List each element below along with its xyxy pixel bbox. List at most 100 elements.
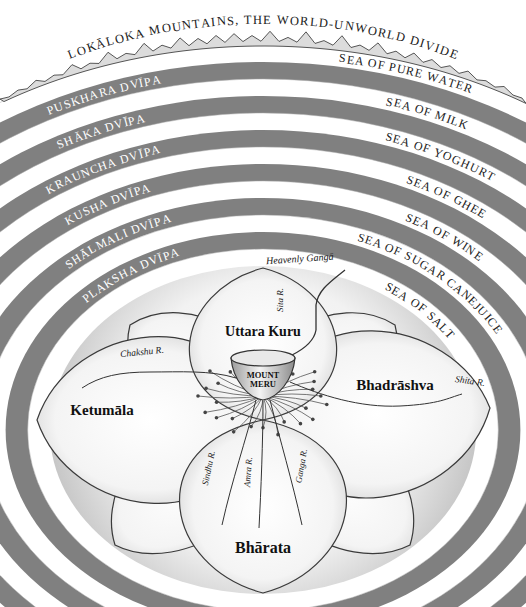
glyph: S [227,14,235,27]
glyph: I [211,16,216,29]
stamen-tip [203,411,207,415]
glyph: R [300,15,309,28]
glyph: D [318,17,328,30]
glyph: T [191,17,200,30]
stamen-tip [325,403,329,407]
glyph: E [414,66,424,79]
glyph: F [377,58,386,71]
continent-name: Bhadrāshva [356,377,434,394]
stamen-tip [215,400,219,404]
sea-band [0,215,526,607]
glyph: W [277,14,289,27]
river-name: Heavenly Gangā [266,250,334,266]
glyph: A [160,212,172,226]
glyph: A [134,112,145,126]
ring-name: SHĀKA DVĪPA [49,107,152,157]
glyph: A [140,182,152,196]
glyph: M [148,23,161,37]
glyph: D [394,30,406,44]
sea-band [0,147,526,607]
glyph: A [399,135,411,149]
glyph: E [263,14,271,27]
ring-name: SEA OF SALT [377,275,462,346]
lotus-petal [189,268,336,420]
continent-name: Uttara Kuru [225,324,301,339]
glyph: F [423,105,433,118]
mountain-name: MOUNT MERU [237,371,289,390]
ring-name: SEA OF SUGAR CANEJUICE [349,226,509,341]
continent-petal: Bhārata [235,539,291,557]
stamen-tip [249,425,253,429]
continent-ring: PLAKSHA DVĪPA [74,241,186,310]
ring-name: SEA OF PURE WATER [330,46,479,100]
stamen-tip [312,380,316,384]
stamen-tip [299,422,303,426]
glyph: - [328,18,334,31]
continent-name: Ketumāla [70,402,133,419]
sea-ring: SEA OF SALT [377,275,462,346]
glyph: U [171,20,182,34]
glyph [240,14,244,27]
mountain-peak: MOUNT MERU [237,371,289,390]
glyph: N [344,20,355,34]
lotus-petal [180,420,347,593]
ring-name: SEA OF MILK [378,90,476,136]
land-band [6,232,521,607]
glyph: N [181,18,192,32]
stamen-tip [311,418,315,422]
ring-name: PLAKSHA DVĪPA [74,241,186,310]
stamen-tip [196,394,200,398]
ring-name: SEA OF YOGHURT [377,125,502,188]
chakshu-river [82,372,236,388]
river-label: Sita R. [275,288,285,312]
glyph: O [160,22,171,36]
glyph: U [334,18,345,32]
continent-petal: Uttara Kuru [225,324,301,339]
continent-ring: PUSKHARA DVĪPA [39,68,168,122]
sea-band [0,113,526,607]
continent-ring: SHĀLMALI DVĪPA [57,207,178,275]
amra-river [259,401,263,528]
glyph: N [216,15,226,28]
glyph: L [309,16,318,29]
stamen-tip [208,369,212,373]
ring-bands [0,45,526,607]
stamen-tip [231,417,235,421]
sea-band [28,249,499,607]
glyph: A [106,83,117,97]
river-label: Ganga R. [293,448,309,484]
mountain-ring: LOKĀLOKA MOUNTAINS, THE WORLD-UNWORLD DI… [60,8,467,67]
meru-summit [231,350,295,366]
glyph: A [134,27,146,41]
ring-name: SHĀLMALI DVĪPA [57,207,178,275]
sea-band [0,45,526,607]
rivers [82,270,462,528]
stamen-tip [304,406,308,410]
glyph: H [253,14,262,27]
glyph: A [150,144,161,158]
stamen-tip [319,394,323,398]
glyph: O [290,14,300,27]
land-band [0,164,526,607]
glyph: F [422,142,432,156]
stamen-tip [204,387,208,391]
glyph: O [367,24,378,38]
sea-ring: SEA OF MILK [378,90,476,136]
river-label: Amra R. [242,457,254,488]
continent-ring: SHĀKA DVĪPA [49,107,152,157]
glyph: A [200,16,210,29]
sea-band [0,181,526,607]
stamen-tip [229,370,233,374]
stamen [263,396,300,424]
stamen-tip [216,381,220,385]
glyph: A [151,73,162,86]
continent-name: Bhārata [235,539,291,557]
land-band [0,198,526,607]
land-band [0,62,526,607]
glyph: A [354,54,364,67]
heavenly-ganga-river [292,270,345,355]
sea-ring: SEA OF PURE WATER [330,46,479,100]
stamen-tip [282,420,286,424]
glyph: O [367,56,378,69]
